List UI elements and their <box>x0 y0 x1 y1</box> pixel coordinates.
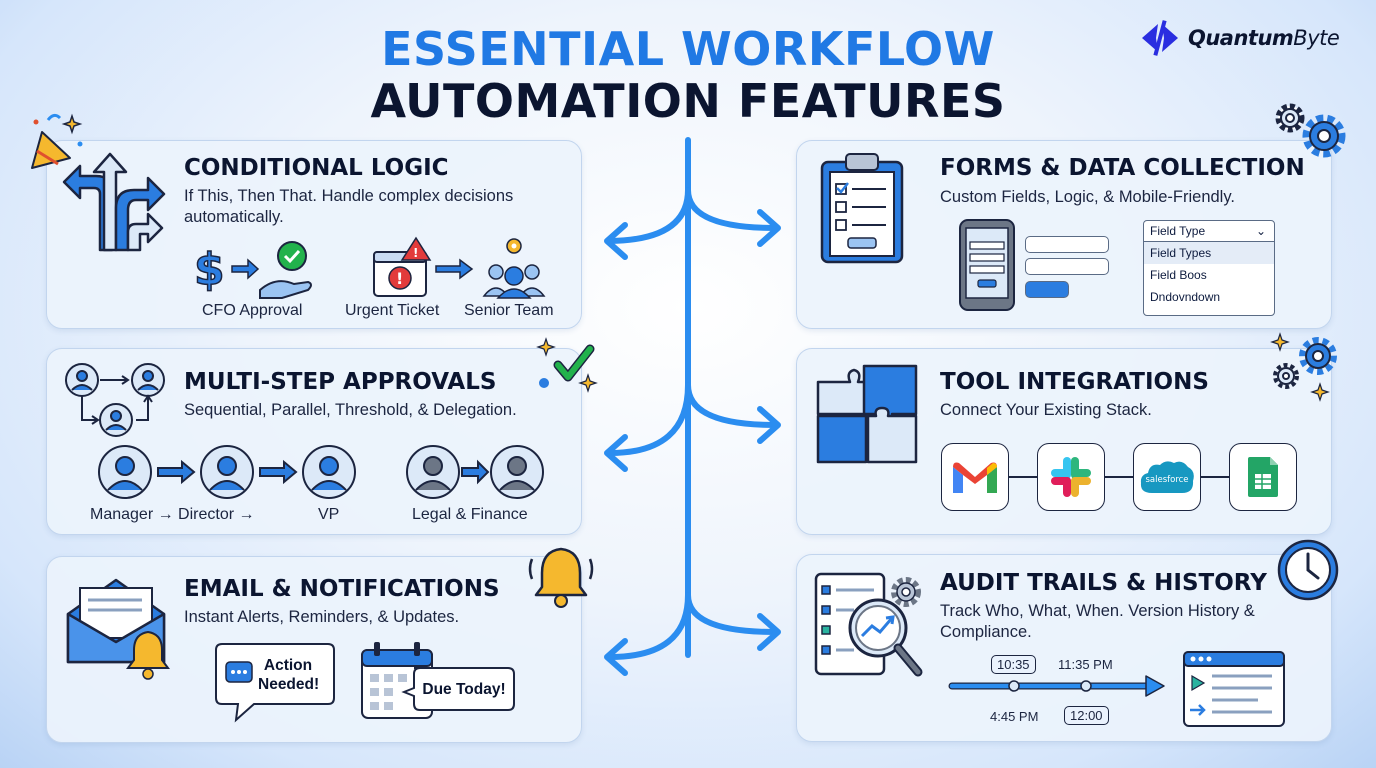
approval-flow-icon <box>65 363 165 437</box>
clipboard-checklist-icon <box>820 153 904 264</box>
browser-history-icon <box>1183 651 1285 727</box>
card-description: Track Who, What, When. Version History &… <box>940 602 1255 641</box>
bell-ringing-icon <box>528 547 594 608</box>
label-legal-finance: Legal & Finance <box>412 506 528 523</box>
dropdown-selected[interactable]: Field Type⌄ <box>1144 221 1274 242</box>
tool-google-sheets[interactable] <box>1229 443 1297 511</box>
form-text-field[interactable] <box>1025 236 1109 253</box>
dropdown-option[interactable]: Field Types <box>1144 242 1274 264</box>
central-branch-arrows <box>604 137 781 676</box>
tool-gmail[interactable] <box>941 443 1009 511</box>
gmail-icon <box>953 462 997 493</box>
action-needed-bubble <box>215 643 335 723</box>
time-marker: 12:00 <box>1064 706 1109 725</box>
card-description: Sequential, Parallel, Threshold, & Deleg… <box>184 401 517 419</box>
logo-mark-icon <box>1142 20 1178 56</box>
tool-slack[interactable] <box>1037 443 1105 511</box>
label-manager-director: Manager → Director → <box>90 506 255 523</box>
integration-connector-line <box>1004 476 1234 478</box>
card-description: If This, Then That. Handle complex decis… <box>184 187 514 226</box>
card-title: EMAIL & NOTIFICATIONS <box>184 576 500 602</box>
calendar-due-icon <box>361 642 515 719</box>
time-marker: 10:35 <box>991 655 1036 674</box>
tool-salesforce[interactable]: salesforce <box>1133 443 1201 511</box>
svg-text:$: $ <box>194 244 225 295</box>
bubble-due-today: Due Today! <box>422 681 506 698</box>
sparkle-gears-icon <box>1270 332 1337 402</box>
card-title: CONDITIONAL LOGIC <box>184 155 449 181</box>
form-text-field[interactable] <box>1025 258 1109 275</box>
field-type-dropdown[interactable]: Field Type⌄ Field Types Field Boos Dndov… <box>1143 220 1275 316</box>
sparkle-check-icon <box>536 337 598 393</box>
card-description: Connect Your Existing Stack. <box>940 401 1152 419</box>
mobile-form-icon <box>959 219 1015 311</box>
card-title: AUDIT TRAILS & HISTORY <box>940 570 1267 596</box>
puzzle-pieces-icon <box>816 364 918 464</box>
clock-icon <box>1277 539 1339 601</box>
label-senior-team: Senior Team <box>464 302 554 319</box>
quantumbyte-logo: QuantumByte <box>1138 18 1340 58</box>
salesforce-icon: salesforce <box>1140 461 1194 493</box>
dropdown-option[interactable]: Dndovndown <box>1150 290 1221 304</box>
svg-text:salesforce: salesforce <box>1145 475 1188 485</box>
document-magnifier-icon <box>814 572 923 677</box>
card-title: FORMS & DATA COLLECTION <box>940 155 1305 181</box>
label-vp: VP <box>318 506 340 523</box>
card-title: TOOL INTEGRATIONS <box>940 369 1209 395</box>
logo-text: QuantumByte <box>1188 26 1340 50</box>
title-line-1: ESSENTIAL WORKFLOW <box>381 22 995 76</box>
card-description: Instant Alerts, Reminders, & Updates. <box>184 608 460 626</box>
cfo-approval-illustration: $ <box>193 241 312 299</box>
label-urgent-ticket: Urgent Ticket <box>345 302 440 319</box>
dropdown-option[interactable]: Field Boos <box>1150 268 1207 282</box>
form-submit-button[interactable] <box>1025 281 1069 298</box>
bubble-action-needed: Action Needed! <box>258 657 320 693</box>
envelope-bell-icon <box>66 578 170 680</box>
branching-arrows-icon <box>62 152 166 252</box>
timeline-arrow <box>948 675 1165 697</box>
card-title: MULTI-STEP APPROVALS <box>184 369 497 395</box>
urgent-ticket-illustration: ! ! <box>373 236 546 299</box>
gears-icon <box>1275 103 1346 158</box>
approval-chain-illustration <box>98 445 544 499</box>
time-marker: 11:35 PM <box>1058 657 1113 672</box>
sheets-icon <box>1248 457 1278 497</box>
svg-text:!: ! <box>396 269 403 288</box>
party-popper-icon <box>31 113 83 169</box>
card-description: Custom Fields, Logic, & Mobile-Friendly. <box>940 188 1235 206</box>
title-line-2: AUTOMATION FEATURES <box>370 74 1006 128</box>
time-marker: 4:45 PM <box>990 709 1039 724</box>
label-cfo-approval: CFO Approval <box>202 302 303 319</box>
svg-text:!: ! <box>413 246 418 260</box>
chevron-down-icon: ⌄ <box>1255 224 1266 238</box>
slack-icon <box>1051 457 1091 497</box>
gear-icon <box>891 577 921 607</box>
